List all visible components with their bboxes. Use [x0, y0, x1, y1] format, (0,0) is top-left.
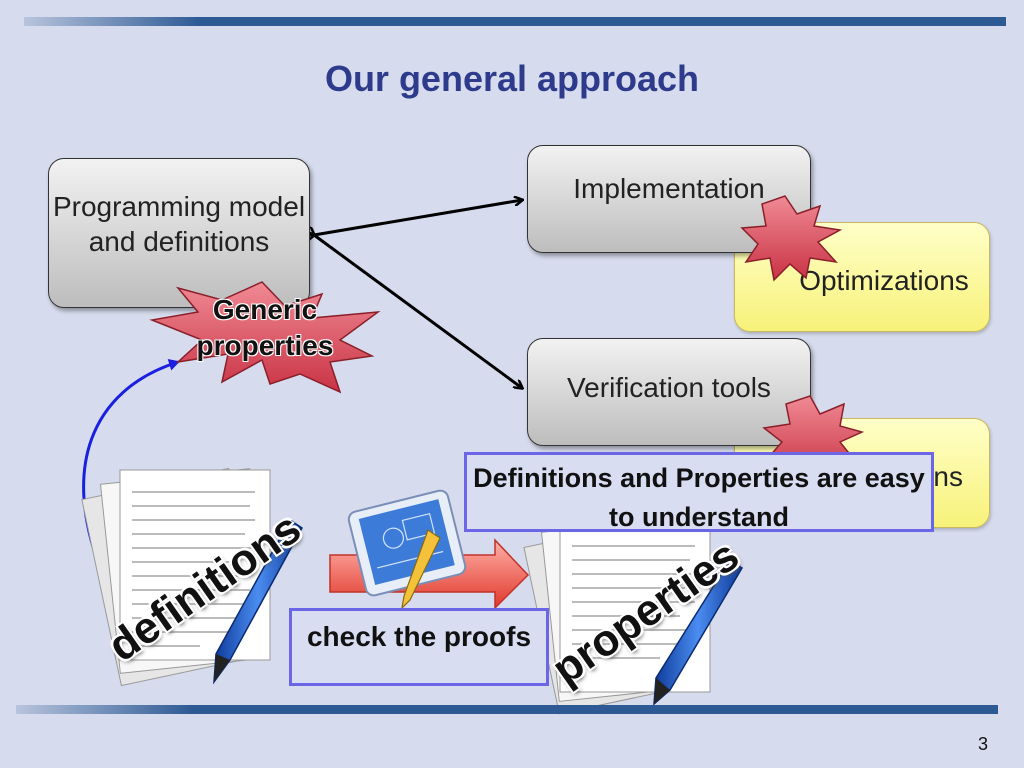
- starburst-icon: [149, 281, 381, 394]
- arrow-programming-verification: [314, 235, 522, 388]
- document-pen-icon: [523, 515, 744, 715]
- page-number: 3: [977, 734, 988, 754]
- generic-properties-label: Generic properties: [196, 294, 334, 362]
- definitions-properties-callout: Definitions and Properties are easy to u…: [464, 452, 934, 532]
- programming-model-label: Programming model and definitions: [52, 191, 306, 257]
- blueprint-pencil-icon: [347, 489, 467, 610]
- implementation-label: Implementation: [573, 172, 765, 204]
- slide-title: Our general approach: [324, 58, 700, 99]
- top-rule: [24, 17, 1006, 26]
- verification-tools-box: Verification tools: [527, 338, 811, 446]
- hidden-yellow-label: ns: [933, 461, 963, 492]
- starburst-icon: [740, 195, 843, 282]
- optimizations-label: Optimizations: [799, 265, 969, 296]
- check-proofs-callout: check the proofs: [289, 608, 549, 686]
- document-pen-icon: [81, 467, 303, 687]
- bottom-rule: [16, 705, 998, 714]
- programming-model-box: Programming model and definitions: [48, 158, 310, 308]
- verification-tools-label: Verification tools: [567, 371, 771, 403]
